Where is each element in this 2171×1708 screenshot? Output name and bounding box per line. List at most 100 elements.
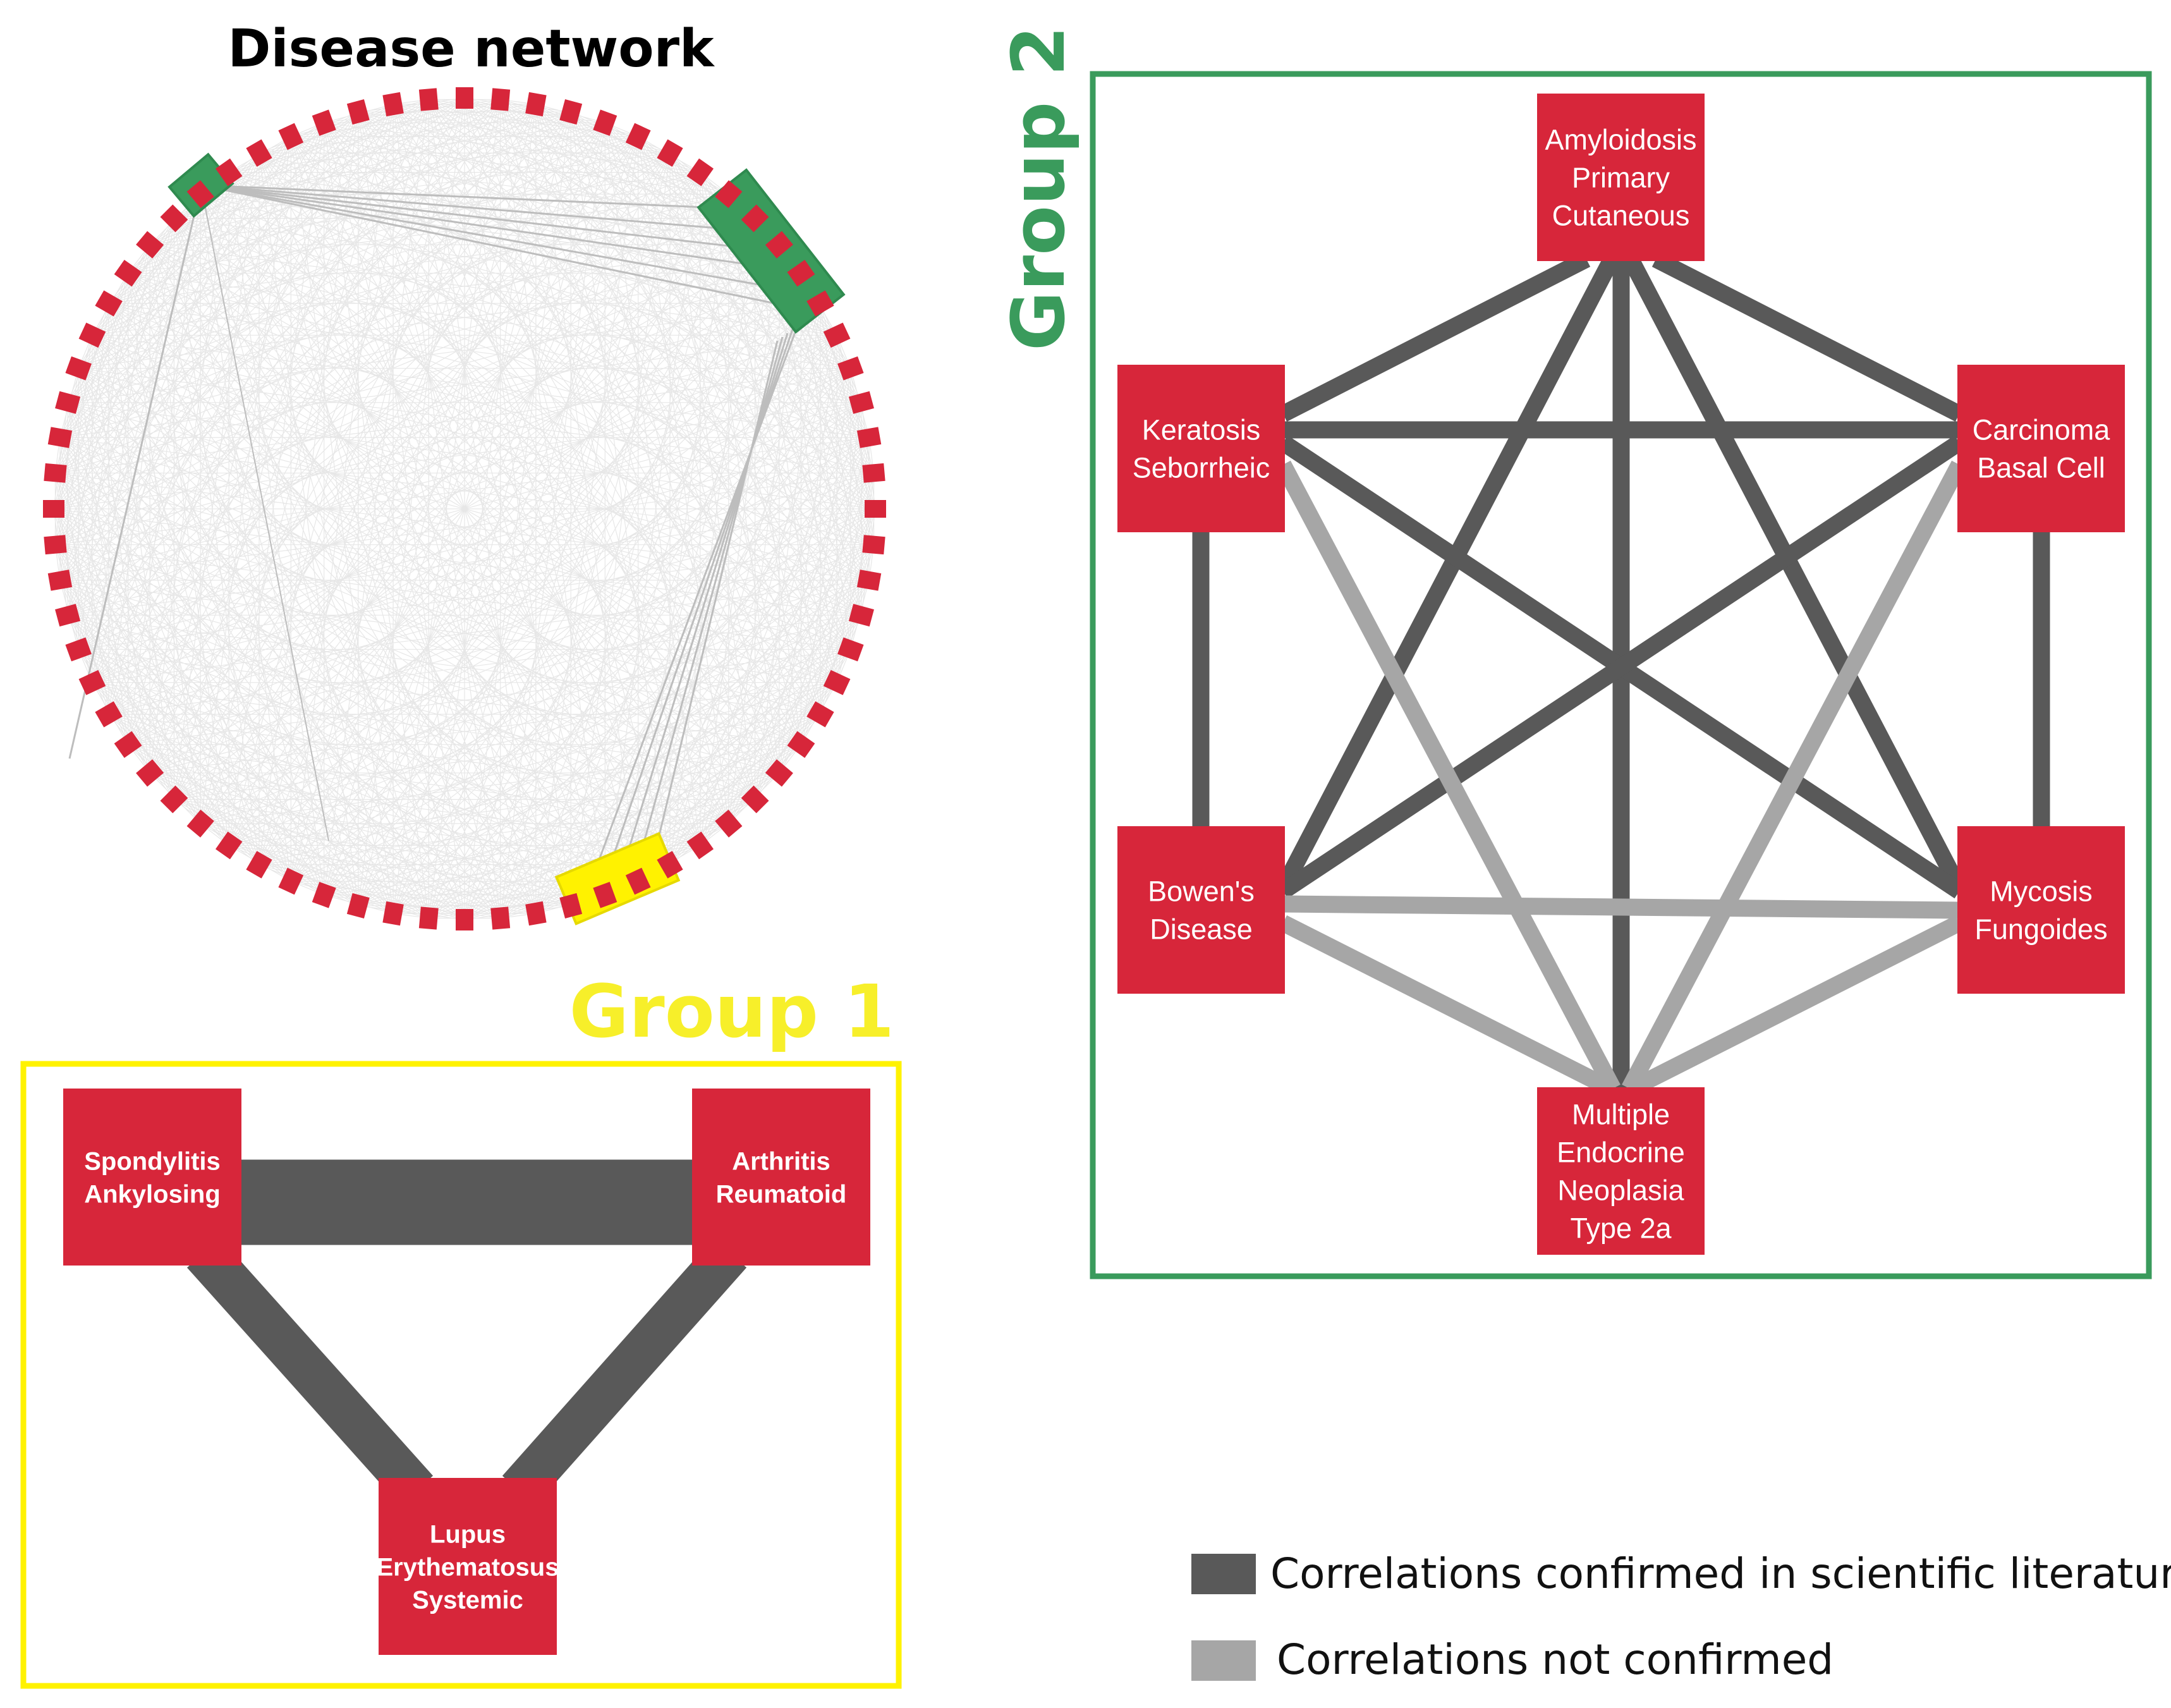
- group1-label: Group 1: [569, 970, 894, 1054]
- overview-node: [823, 669, 851, 695]
- overview-node: [490, 906, 511, 930]
- overview-node: [186, 809, 214, 838]
- node-label-mycosis-line-1: Fungoides: [1974, 913, 2107, 946]
- overview-highlight-edge: [200, 184, 794, 292]
- overview-node: [136, 759, 164, 787]
- node-box-carcinoma: [1957, 365, 2125, 532]
- overview-node: [418, 906, 439, 930]
- overview-node: [865, 500, 886, 518]
- overview-node: [848, 391, 874, 414]
- overview-highlight-edge: [621, 332, 789, 870]
- overview-node: [312, 109, 336, 136]
- node-label-lupus-line-2: Systemic: [412, 1586, 523, 1614]
- overview-highlight-edge: [200, 184, 734, 210]
- overview-node: [346, 99, 370, 125]
- edge-amyloidosis-keratosis: [1279, 251, 1591, 422]
- overview-node: [44, 463, 67, 483]
- group2-nodes: AmyloidosisPrimaryCutaneousKeratosisSebo…: [1117, 94, 2125, 1255]
- overview-node: [215, 158, 243, 186]
- overview-network: Disease network: [43, 19, 886, 930]
- overview-node: [625, 867, 651, 895]
- overview-node: [55, 604, 81, 627]
- overview-node: [593, 882, 617, 908]
- overview-node: [862, 463, 885, 483]
- overview-node: [78, 669, 106, 695]
- overview-node: [837, 637, 864, 662]
- overview-node: [741, 785, 769, 814]
- overview-node: [525, 92, 547, 117]
- overview-nodes: [43, 87, 886, 930]
- node-label-men2a-line-0: Multiple: [1572, 1099, 1670, 1131]
- node-label-amyloidosis-line-0: Amyloidosis: [1545, 124, 1696, 156]
- node-box-keratosis: [1117, 365, 1285, 532]
- node-label-carcinoma-line-1: Basal Cell: [1977, 452, 2105, 484]
- node-label-lupus-line-1: Erythematosus: [377, 1553, 559, 1581]
- overview-node: [114, 731, 142, 759]
- edge-bowens-mycosis: [1282, 895, 1960, 919]
- node-box-lupus: [379, 1478, 557, 1655]
- overview-node: [559, 99, 583, 125]
- overview-node: [559, 893, 583, 918]
- overview-node: [55, 391, 81, 414]
- overview-node: [95, 290, 123, 317]
- overview-node: [856, 570, 882, 591]
- overview-node: [382, 92, 404, 117]
- legend-label-not-confirmed: Correlations not confirmed: [1277, 1635, 1833, 1684]
- overview-node: [246, 139, 272, 167]
- overview-background-edges: [53, 97, 876, 920]
- overview-highlight-edge: [68, 185, 202, 759]
- group1-frame: [20, 1061, 902, 1689]
- overview-node: [312, 882, 336, 908]
- overview-node: [806, 701, 834, 728]
- group2-panel: Group 2 AmyloidosisPrimaryCutaneousKerat…: [997, 26, 2152, 1279]
- node-label-lupus-line-0: Lupus: [430, 1520, 506, 1548]
- overview-node: [47, 427, 73, 448]
- overview-highlight-edge: [200, 184, 778, 270]
- overview-node: [741, 204, 769, 233]
- node-box-bowens: [1117, 826, 1285, 994]
- overview-node: [346, 893, 370, 918]
- overview-node: [278, 123, 304, 150]
- overview-node: [95, 701, 123, 728]
- overview-node: [715, 809, 743, 838]
- overview-node: [686, 158, 714, 186]
- node-box-amyloidosis: [1537, 94, 1705, 261]
- overview-node: [246, 851, 272, 879]
- overview-node: [765, 231, 793, 259]
- overview-node: [657, 851, 683, 879]
- node-label-men2a-line-3: Type 2a: [1570, 1212, 1672, 1245]
- edge-carcinoma-men2a: [1622, 460, 1967, 1093]
- overview-highlight-edge: [200, 184, 750, 232]
- overview-highlight-edge: [200, 185, 329, 841]
- overview-node: [160, 204, 188, 233]
- node-box-mycosis: [1957, 826, 2125, 994]
- node-label-spondylitis-line-1: Ankylosing: [84, 1180, 221, 1208]
- overview-title: Disease network: [228, 19, 715, 79]
- overview-node: [593, 109, 617, 136]
- legend: Correlations confirmed in scientific lit…: [1191, 1549, 2171, 1684]
- overview-highlight-edge: [653, 340, 779, 857]
- node-label-keratosis-line-0: Keratosis: [1142, 414, 1261, 446]
- edge-keratosis-men2a: [1275, 460, 1621, 1093]
- overview-node: [525, 901, 547, 926]
- overview-node: [848, 604, 874, 627]
- legend-label-confirmed: Correlations confirmed in scientific lit…: [1270, 1549, 2171, 1598]
- overview-highlight-edge: [200, 184, 806, 311]
- group2-label: Group 2: [997, 26, 1081, 351]
- edge-spondylitis-lupus: [186, 1238, 434, 1506]
- overview-node: [856, 427, 882, 448]
- node-box-arthritis: [692, 1089, 870, 1266]
- overview-node: [78, 322, 106, 348]
- overview-node: [47, 570, 73, 591]
- overview-node: [215, 831, 243, 860]
- overview-node: [418, 88, 439, 111]
- overview-node: [715, 180, 743, 209]
- overview-node: [490, 88, 511, 111]
- overview-node: [862, 535, 885, 555]
